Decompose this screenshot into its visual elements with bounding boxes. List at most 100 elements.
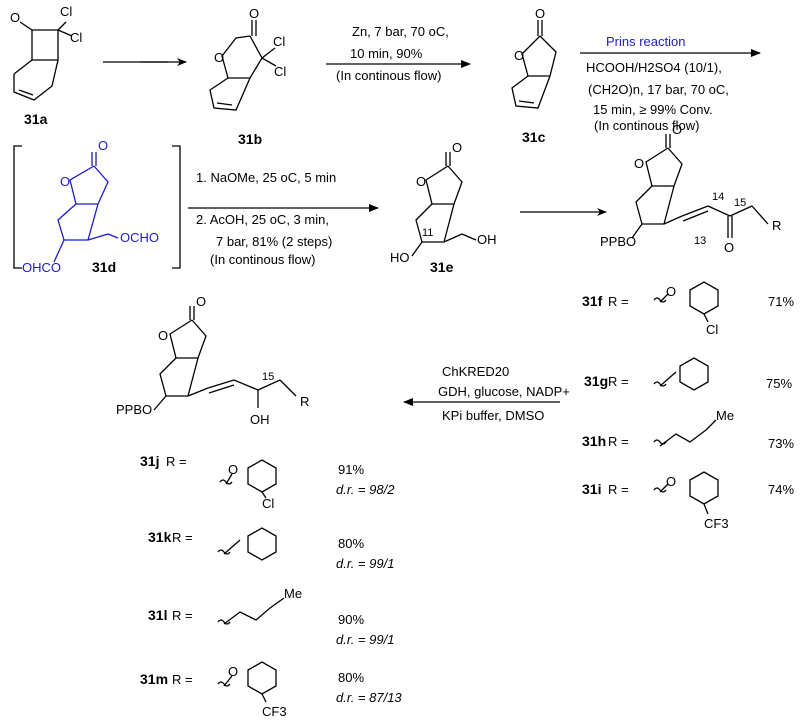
atom-cl: Cl [60, 4, 72, 19]
compound-label-31b: 31b [238, 131, 262, 147]
step4-line3: KPi buffer, DMSO [442, 408, 544, 423]
structure-31c: O O 31c [511, 6, 557, 145]
ppbo-group: PPBO [116, 402, 152, 417]
ketone-entry-31g: 31g R = 75% [584, 357, 792, 391]
dr-31k: d.r. = 99/1 [336, 556, 394, 571]
atom-o: O [98, 138, 108, 153]
methyl-group: Me [716, 408, 734, 423]
atom-o: O [60, 174, 70, 189]
atom-o: O [228, 664, 238, 679]
methyl-group: Me [284, 586, 302, 601]
compound-label-31d: 31d [92, 259, 116, 275]
yield-31i: 74% [768, 482, 794, 497]
yield-31m: 80% [338, 670, 364, 685]
atom-o: O [196, 294, 206, 309]
step3-line2: 2. AcOH, 25 oC, 3 min, [196, 212, 329, 227]
atom-cl: Cl [706, 322, 718, 337]
step4-conditions: ChKRED20 GDH, glucose, NADP+ KPi buffer,… [403, 364, 570, 423]
step1-conditions: Zn, 7 bar, 70 oC, 10 min, 90% (In contin… [326, 24, 471, 83]
trifluoromethyl-group: CF3 [262, 704, 287, 719]
locant-11: 11 [422, 227, 433, 239]
atom-cl: Cl [273, 34, 285, 49]
dr-31j: d.r. = 98/2 [336, 482, 395, 497]
ketone-entry-31i: 31i R = O CF3 74% [582, 471, 794, 531]
locant-14: 14 [712, 191, 724, 203]
atom-o: O [666, 284, 676, 299]
yield-31h: 73% [768, 436, 794, 451]
r-equals: R = [608, 482, 629, 497]
step2-line3: 15 min, ≥ 99% Conv. [593, 102, 713, 117]
alcohol-entry-31j: 31j R = O Cl 91% d.r. = 98/2 [140, 453, 395, 511]
prins-title: Prins reaction [606, 34, 685, 49]
yield-31f: 71% [768, 294, 794, 309]
r-equals: R = [608, 294, 629, 309]
yield-31k: 80% [338, 536, 364, 551]
atom-o: O [249, 6, 259, 21]
formyloxy-group: OHCO [22, 260, 61, 275]
dr-31m: d.r. = 87/13 [336, 690, 402, 705]
step3-line3: 7 bar, 81% (2 steps) [216, 234, 332, 249]
compound-label-31a: 31a [24, 111, 48, 127]
locant-13: 13 [694, 235, 706, 247]
atom-o: O [634, 156, 644, 171]
atom-o: O [514, 48, 524, 63]
atom-o: O [214, 50, 224, 65]
step1-line3: (In continous flow) [336, 68, 442, 83]
ppbo-group: PPBO [600, 234, 636, 249]
r-equals: R = [608, 434, 629, 449]
step1-line2: 10 min, 90% [350, 46, 423, 61]
ketone-structure: O O O R PPBO 14 15 13 [600, 122, 781, 255]
step2-conditions: Prins reaction HCOOH/H2SO4 (10/1), (CH2O… [580, 34, 761, 133]
hydroxyl-group: OH [250, 412, 270, 427]
atom-o: O [10, 10, 20, 25]
locant-15: 15 [262, 371, 274, 383]
ketone-entry-31h: 31h R = Me 73% [582, 408, 794, 451]
trifluoromethyl-group: CF3 [704, 516, 729, 531]
atom-o: O [452, 140, 462, 155]
alcohol-entry-31k: 31k R = 80% d.r. = 99/1 [148, 527, 394, 571]
atom-cl: Cl [274, 64, 286, 79]
alcohol-structure: O O OH R PPBO 15 [116, 294, 309, 427]
alcohol-entry-31l: 31l R = Me 90% d.r. = 99/1 [148, 586, 394, 647]
hydroxyl-group: OH [477, 232, 497, 247]
locant-15: 15 [734, 197, 746, 209]
atom-o: O [158, 328, 168, 343]
compound-label-31g: 31g [584, 373, 608, 389]
step4-line1: ChKRED20 [442, 364, 509, 379]
r-equals: R = [166, 454, 187, 469]
alcohol-entry-31m: 31m R = O CF3 80% d.r. = 87/13 [140, 661, 402, 719]
structure-31d: O O OCHO OHCO 31d [13, 138, 181, 275]
r-equals: R = [172, 530, 193, 545]
atom-o: O [724, 240, 734, 255]
compound-label-31c: 31c [522, 129, 546, 145]
hydroxyl-group: HO [390, 250, 410, 265]
formyloxy-group: OCHO [120, 230, 159, 245]
r-equals: R = [172, 608, 193, 623]
step3-conditions: 1. NaOMe, 25 oC, 5 min 2. AcOH, 25 oC, 3… [188, 170, 379, 267]
step2-line4: (In continous flow) [594, 118, 700, 133]
compound-label-31l: 31l [148, 607, 167, 623]
yield-31l: 90% [338, 612, 364, 627]
atom-o: O [228, 462, 238, 477]
compound-label-31f: 31f [582, 293, 603, 309]
structure-31b: O O Cl Cl 31b [209, 6, 286, 147]
atom-cl: Cl [262, 496, 274, 511]
r-group: R [772, 218, 781, 233]
atom-o: O [535, 6, 545, 21]
atom-cl: Cl [70, 30, 82, 45]
r-group: R [300, 394, 309, 409]
structure-31e: O O OH HO 11 31e [390, 140, 497, 275]
compound-label-31e: 31e [430, 259, 454, 275]
ketone-entry-31f: 31f R = O Cl 71% [582, 281, 794, 337]
compound-label-31h: 31h [582, 433, 606, 449]
r-equals: R = [608, 374, 629, 389]
step2-line2: (CH2O)n, 17 bar, 70 oC, [588, 82, 729, 97]
compound-label-31i: 31i [582, 481, 601, 497]
step1-line1: Zn, 7 bar, 70 oC, [352, 24, 449, 39]
step2-line1: HCOOH/H2SO4 (10/1), [586, 60, 722, 75]
yield-31g: 75% [766, 376, 792, 391]
step3-line1: 1. NaOMe, 25 oC, 5 min [196, 170, 336, 185]
compound-label-31j: 31j [140, 453, 159, 469]
structure-31a: O Cl Cl 31a [10, 4, 82, 127]
